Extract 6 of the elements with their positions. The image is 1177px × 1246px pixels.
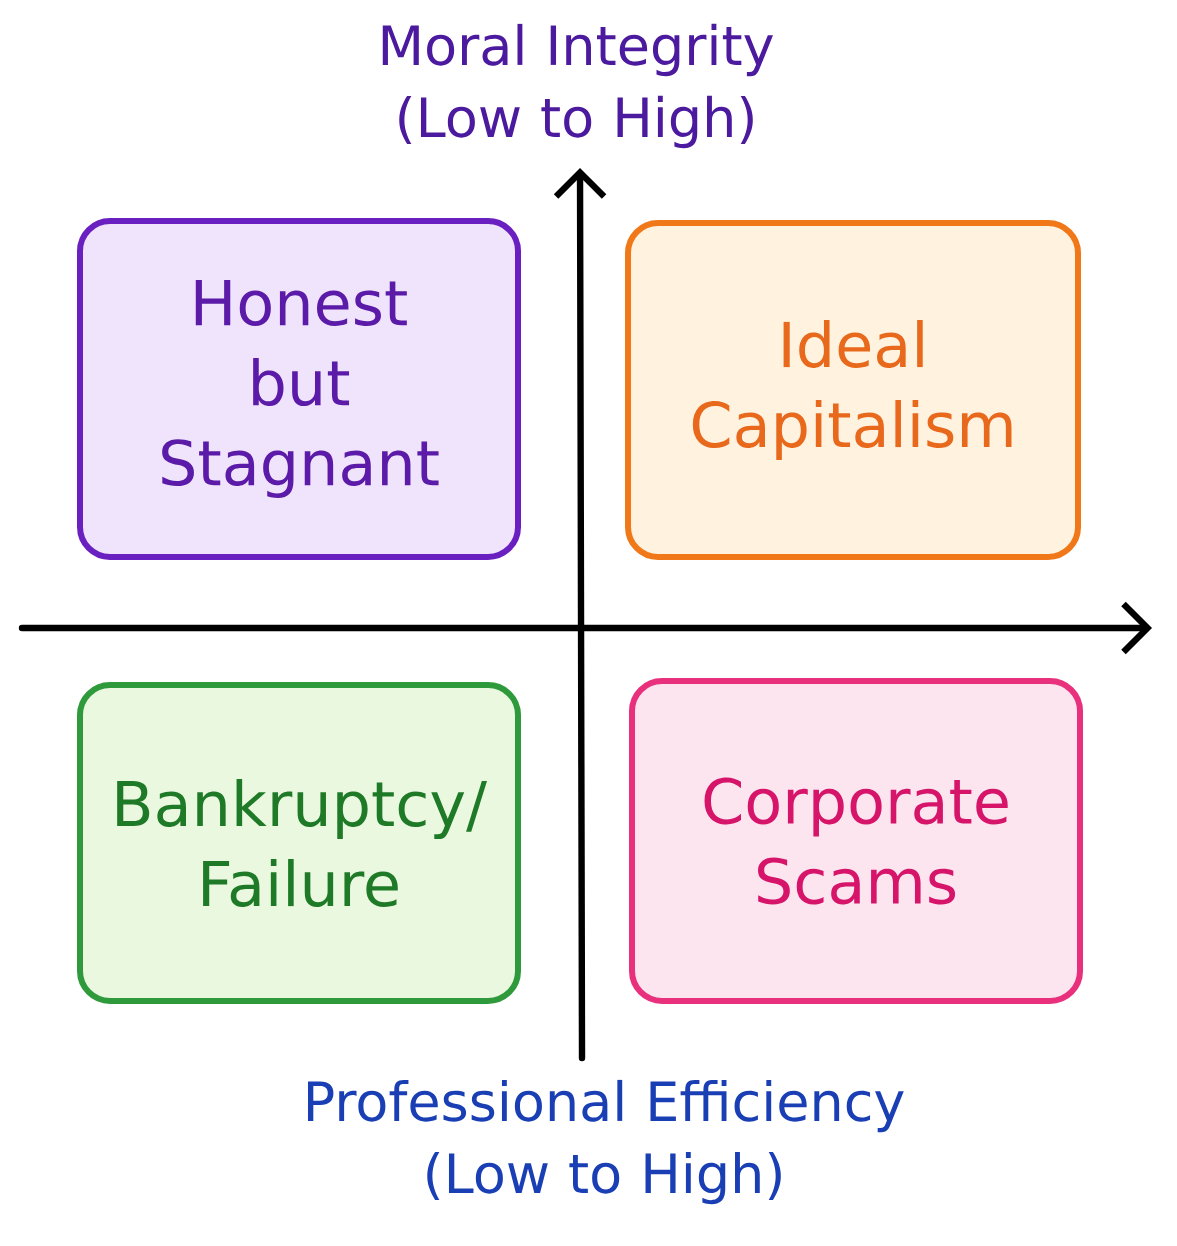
quadrant-box: Corporate Scams — [629, 678, 1083, 1004]
axis-label: Moral Integrity (Low to High) — [382, 23, 773, 149]
quadrant-box: Honest but Stagnant — [77, 218, 521, 560]
quadrant-box: Ideal Capitalism — [625, 220, 1081, 560]
axis-label: Professional Efficiency (Low to High) — [308, 1079, 904, 1205]
quadrant-box: Bankruptcy/ Failure — [77, 682, 521, 1004]
